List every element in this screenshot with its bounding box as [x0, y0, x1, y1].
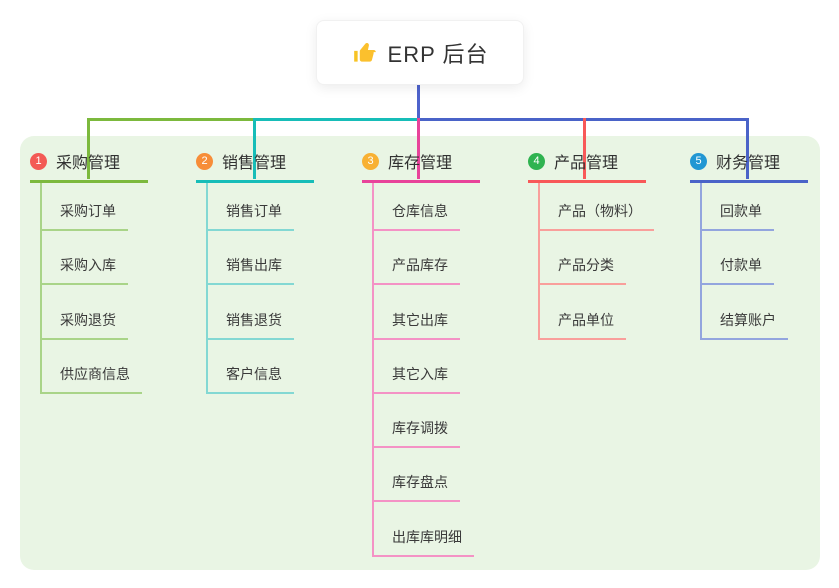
- child-node-label: 采购订单: [42, 201, 128, 231]
- child-node-label: 采购入库: [42, 255, 128, 286]
- branch-children: 销售订单销售出库销售退货客户信息: [206, 183, 314, 394]
- child-node-label: 销售订单: [208, 201, 294, 231]
- child-node[interactable]: 其它出库: [374, 285, 480, 340]
- connector-root-drop: [417, 83, 420, 119]
- branch-number-badge: 3: [362, 152, 379, 170]
- child-node[interactable]: 出库库明细: [374, 502, 480, 557]
- branch-产品管理: 4 产品管理产品（物料） 产品分类产品单位: [528, 146, 654, 340]
- child-node-label: 产品单位: [540, 310, 626, 340]
- root-node-label: ERP 后台: [387, 41, 489, 67]
- branch-number-badge: 1: [30, 152, 47, 170]
- child-node-label: 产品分类: [540, 255, 626, 286]
- child-node-label: 回款单: [702, 201, 774, 231]
- branch-number-badge: 4: [528, 152, 545, 170]
- child-node[interactable]: 结算账户: [702, 285, 808, 340]
- branch-children: 仓库信息产品库存其它出库其它入库库存调拨库存盘点出库库明细: [372, 183, 480, 557]
- child-node-label: 采购退货: [42, 310, 128, 340]
- branch-number-badge: 2: [196, 152, 213, 170]
- child-node[interactable]: 产品（物料）: [540, 183, 654, 231]
- branch-children: 回款单付款单结算账户: [700, 183, 808, 340]
- branch-node[interactable]: 5 财务管理: [690, 146, 808, 183]
- child-node[interactable]: 客户信息: [208, 340, 314, 394]
- child-node-label: 其它入库: [374, 364, 460, 394]
- branch-node[interactable]: 2 销售管理: [196, 146, 314, 183]
- child-node-label: 库存盘点: [374, 472, 460, 503]
- child-node-label: 供应商信息: [42, 364, 142, 394]
- branch-title: 销售管理: [222, 155, 287, 172]
- child-node[interactable]: 产品库存: [374, 231, 480, 286]
- child-node[interactable]: 产品分类: [540, 231, 654, 286]
- child-node[interactable]: 回款单: [702, 183, 808, 231]
- child-node[interactable]: 销售出库: [208, 231, 314, 286]
- child-node[interactable]: 采购入库: [42, 231, 148, 286]
- branch-采购管理: 1 采购管理采购订单采购入库采购退货供应商信息: [30, 146, 148, 394]
- child-node-label: 出库库明细: [374, 527, 474, 557]
- child-node-label: 客户信息: [208, 364, 294, 394]
- child-node[interactable]: 库存盘点: [374, 448, 480, 503]
- child-node-label: 结算账户: [702, 310, 788, 340]
- branch-title: 产品管理: [554, 155, 619, 172]
- branch-库存管理: 3 库存管理仓库信息产品库存其它出库其它入库库存调拨库存盘点出库库明细: [362, 146, 480, 557]
- branch-node[interactable]: 4 产品管理: [528, 146, 646, 183]
- branch-node[interactable]: 3 库存管理: [362, 146, 480, 183]
- child-node-label: 库存调拨: [374, 418, 460, 449]
- thumbs-up-icon: [353, 42, 376, 62]
- child-node[interactable]: 其它入库: [374, 340, 480, 394]
- branch-title: 库存管理: [388, 155, 453, 172]
- child-node-label: 产品库存: [374, 255, 460, 286]
- branch-number-badge: 5: [690, 152, 707, 170]
- branch-node[interactable]: 1 采购管理: [30, 146, 148, 183]
- connector-drop-branch3: [417, 118, 420, 179]
- child-node-label: 产品（物料）: [540, 201, 654, 231]
- child-node[interactable]: 库存调拨: [374, 394, 480, 449]
- child-node-label: 销售退货: [208, 310, 294, 340]
- child-node[interactable]: 仓库信息: [374, 183, 480, 231]
- connector-h-branch1: [87, 118, 256, 121]
- root-node[interactable]: ERP 后台: [316, 20, 524, 85]
- child-node[interactable]: 付款单: [702, 231, 808, 286]
- branch-title: 财务管理: [716, 155, 781, 172]
- child-node[interactable]: 采购退货: [42, 285, 148, 340]
- child-node-label: 销售出库: [208, 255, 294, 286]
- branch-财务管理: 5 财务管理回款单付款单结算账户: [690, 146, 808, 340]
- child-node[interactable]: 销售退货: [208, 285, 314, 340]
- child-node-label: 付款单: [702, 255, 774, 286]
- connector-h-branch2: [253, 118, 420, 121]
- child-node[interactable]: 供应商信息: [42, 340, 148, 394]
- branch-children: 采购订单采购入库采购退货供应商信息: [40, 183, 148, 394]
- connector-drop-branch1: [87, 118, 90, 179]
- child-node-label: 其它出库: [374, 310, 460, 340]
- mindmap-panel: [20, 136, 820, 570]
- connector-drop-branch2: [253, 118, 256, 179]
- child-node[interactable]: 销售订单: [208, 183, 314, 231]
- child-node[interactable]: 产品单位: [540, 285, 654, 340]
- connector-drop-branch5: [746, 118, 749, 179]
- child-node[interactable]: 采购订单: [42, 183, 148, 231]
- child-node-label: 仓库信息: [374, 201, 460, 231]
- branch-title: 采购管理: [56, 155, 121, 172]
- branch-children: 产品（物料） 产品分类产品单位: [538, 183, 654, 340]
- connector-drop-branch4: [583, 118, 586, 179]
- branch-销售管理: 2 销售管理销售订单销售出库销售退货客户信息: [196, 146, 314, 394]
